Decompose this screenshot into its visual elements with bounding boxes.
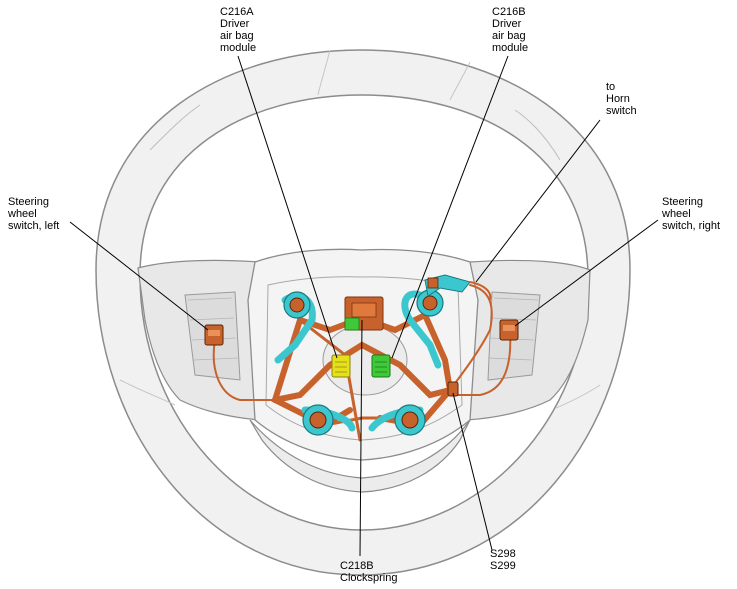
callout-switch-right: Steering wheel switch, right xyxy=(662,196,721,232)
callout-c216a: C216A Driver air bag module xyxy=(220,6,257,54)
leader-switch-right xyxy=(514,219,659,327)
splice-s298-s299 xyxy=(447,381,459,397)
callout-s298-s299: S298 S299 xyxy=(490,548,516,572)
wheel-rim xyxy=(95,49,631,576)
leader-s298 xyxy=(452,392,493,551)
callout-c216b: C216B Driver air bag module xyxy=(492,6,529,54)
callout-c218b: C218B Clockspring xyxy=(340,560,398,584)
leader-c216a xyxy=(237,55,338,359)
steering-wheel-switch-left xyxy=(204,324,224,346)
steering-wheel-switch-right xyxy=(499,319,519,341)
harness-clip-lower-right xyxy=(368,404,426,436)
callout-horn-switch: to Horn switch xyxy=(606,81,637,117)
leader-c216b xyxy=(391,55,509,359)
c216b-connector xyxy=(371,354,391,378)
callout-switch-left: Steering wheel switch, left xyxy=(8,196,60,232)
c218b-clockspring-connector xyxy=(344,296,384,331)
leader-switch-left xyxy=(69,221,209,331)
leader-lines xyxy=(69,55,659,557)
harness-clip-upper-left xyxy=(274,291,316,364)
horn-switch-bracket xyxy=(424,274,492,301)
c216a-connector xyxy=(331,354,351,378)
leader-c218b xyxy=(359,319,363,557)
harness-clip-upper-right xyxy=(401,289,444,369)
leader-horn xyxy=(475,119,601,283)
harness-clip-lower-left xyxy=(301,404,356,436)
